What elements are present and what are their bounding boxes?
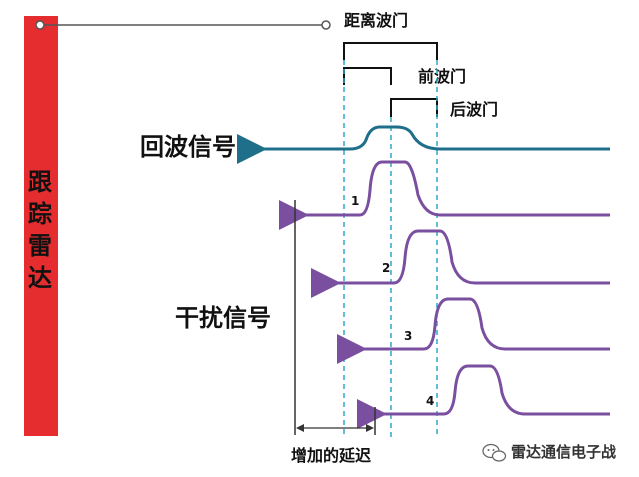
- delay-arrowhead-right: [366, 424, 374, 432]
- echo-signal-wave: [237, 125, 610, 164]
- watermark-text: 雷达通信电子战: [511, 443, 616, 461]
- radar-connector-dot-right: [321, 20, 331, 30]
- radar-label-char-1: 跟: [28, 168, 52, 196]
- range-gate-bracket: [343, 42, 438, 60]
- wechat-icon: [482, 443, 507, 462]
- radar-label-char-3: 雷: [28, 232, 52, 260]
- front-gate-label: 前波门: [418, 67, 466, 86]
- jamming-signal-4: [357, 364, 610, 429]
- jamming-signal-3: [337, 297, 610, 364]
- delay-arrowhead-left: [296, 424, 304, 432]
- echo-signal-label: 回波信号: [140, 133, 236, 161]
- delay-label: 增加的延迟: [291, 446, 371, 465]
- front-gate-bracket: [343, 67, 392, 85]
- jamming-number-4: 4: [426, 394, 434, 408]
- jamming-number-1: 1: [351, 194, 359, 208]
- jamming-signal-1: [279, 160, 610, 230]
- back-gate-label: 后波门: [450, 100, 498, 119]
- radar-connector-dot-left: [35, 20, 45, 30]
- back-gate-bracket: [390, 98, 438, 117]
- jamming-signal-2: [311, 229, 610, 298]
- jamming-signal-label: 干扰信号: [175, 304, 271, 332]
- radar-label-char-4: 达: [28, 264, 52, 292]
- jamming-number-2: 2: [382, 261, 390, 275]
- jamming-number-3: 3: [404, 329, 412, 343]
- radar-bar: [24, 16, 58, 436]
- range-gate-label: 距离波门: [344, 11, 408, 30]
- radar-label-char-2: 踪: [28, 200, 52, 228]
